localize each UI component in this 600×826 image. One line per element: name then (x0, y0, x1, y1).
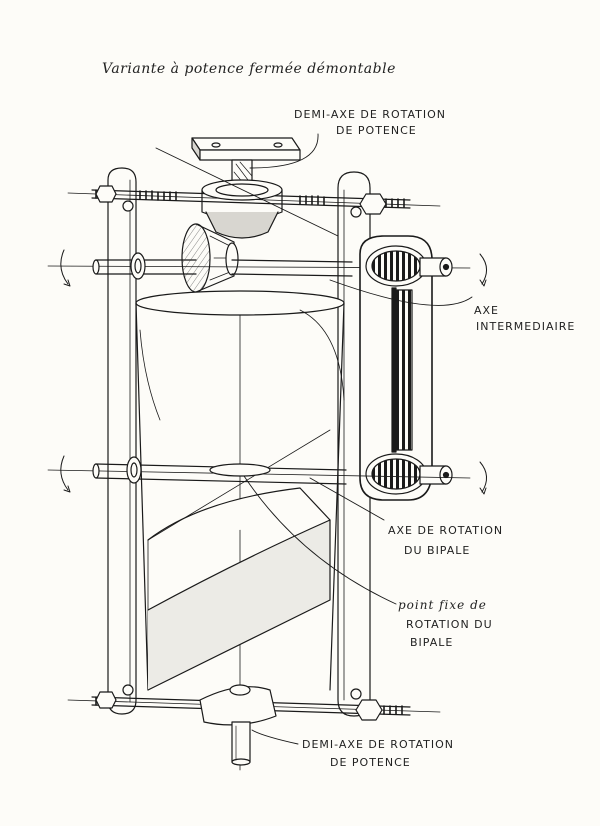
bipale-middle-shaft (47, 456, 471, 485)
bipale-axis-label-2: DU BIPALE (404, 544, 471, 557)
bottom-hub (199, 684, 277, 766)
rotation-arrows (60, 249, 487, 495)
top-half-axis-label: DEMI-AXE DE ROTATION (294, 108, 446, 121)
bottom-half-axis-label: DEMI-AXE DE ROTATION (302, 738, 454, 751)
fixed-point-label: point fixe de (398, 598, 487, 612)
drawing-title: Variante à potence fermée démontable (102, 61, 396, 77)
fixed-point-label-3: BIPALE (410, 636, 454, 649)
top-bearing (201, 179, 283, 239)
belt-drive (359, 235, 453, 501)
left-frame-bar (107, 167, 137, 715)
intermediate-axis-label: AXE (474, 304, 500, 317)
bipale-axis-label: AXE DE ROTATION (388, 524, 504, 537)
intermediate-shaft (47, 252, 471, 280)
bottom-half-axis-label-2: DE POTENCE (330, 756, 411, 769)
intermediate-axis-label-2: INTERMEDIAIRE (476, 320, 576, 333)
leader-lines (155, 133, 473, 745)
top-mounting-plate (191, 137, 301, 185)
bipale-rotor (135, 290, 345, 691)
top-threaded-rod (67, 185, 441, 218)
fixed-point-label-2: ROTATION DU (406, 618, 493, 631)
top-half-axis-label-2: DE POTENCE (336, 124, 417, 137)
